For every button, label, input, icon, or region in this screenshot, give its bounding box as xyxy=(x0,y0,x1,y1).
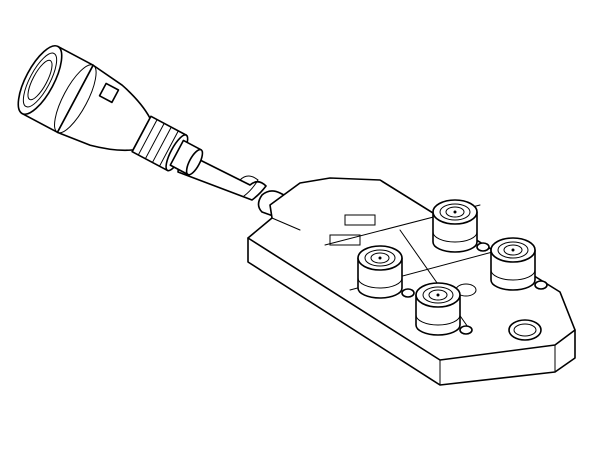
port-3 xyxy=(490,237,548,291)
port-1 xyxy=(432,199,490,253)
port-4 xyxy=(415,282,473,336)
port-2 xyxy=(357,245,415,299)
logo-badge xyxy=(98,82,120,104)
mounting-hole xyxy=(508,319,542,341)
circular-connector xyxy=(17,45,204,176)
junction-box xyxy=(247,177,576,386)
